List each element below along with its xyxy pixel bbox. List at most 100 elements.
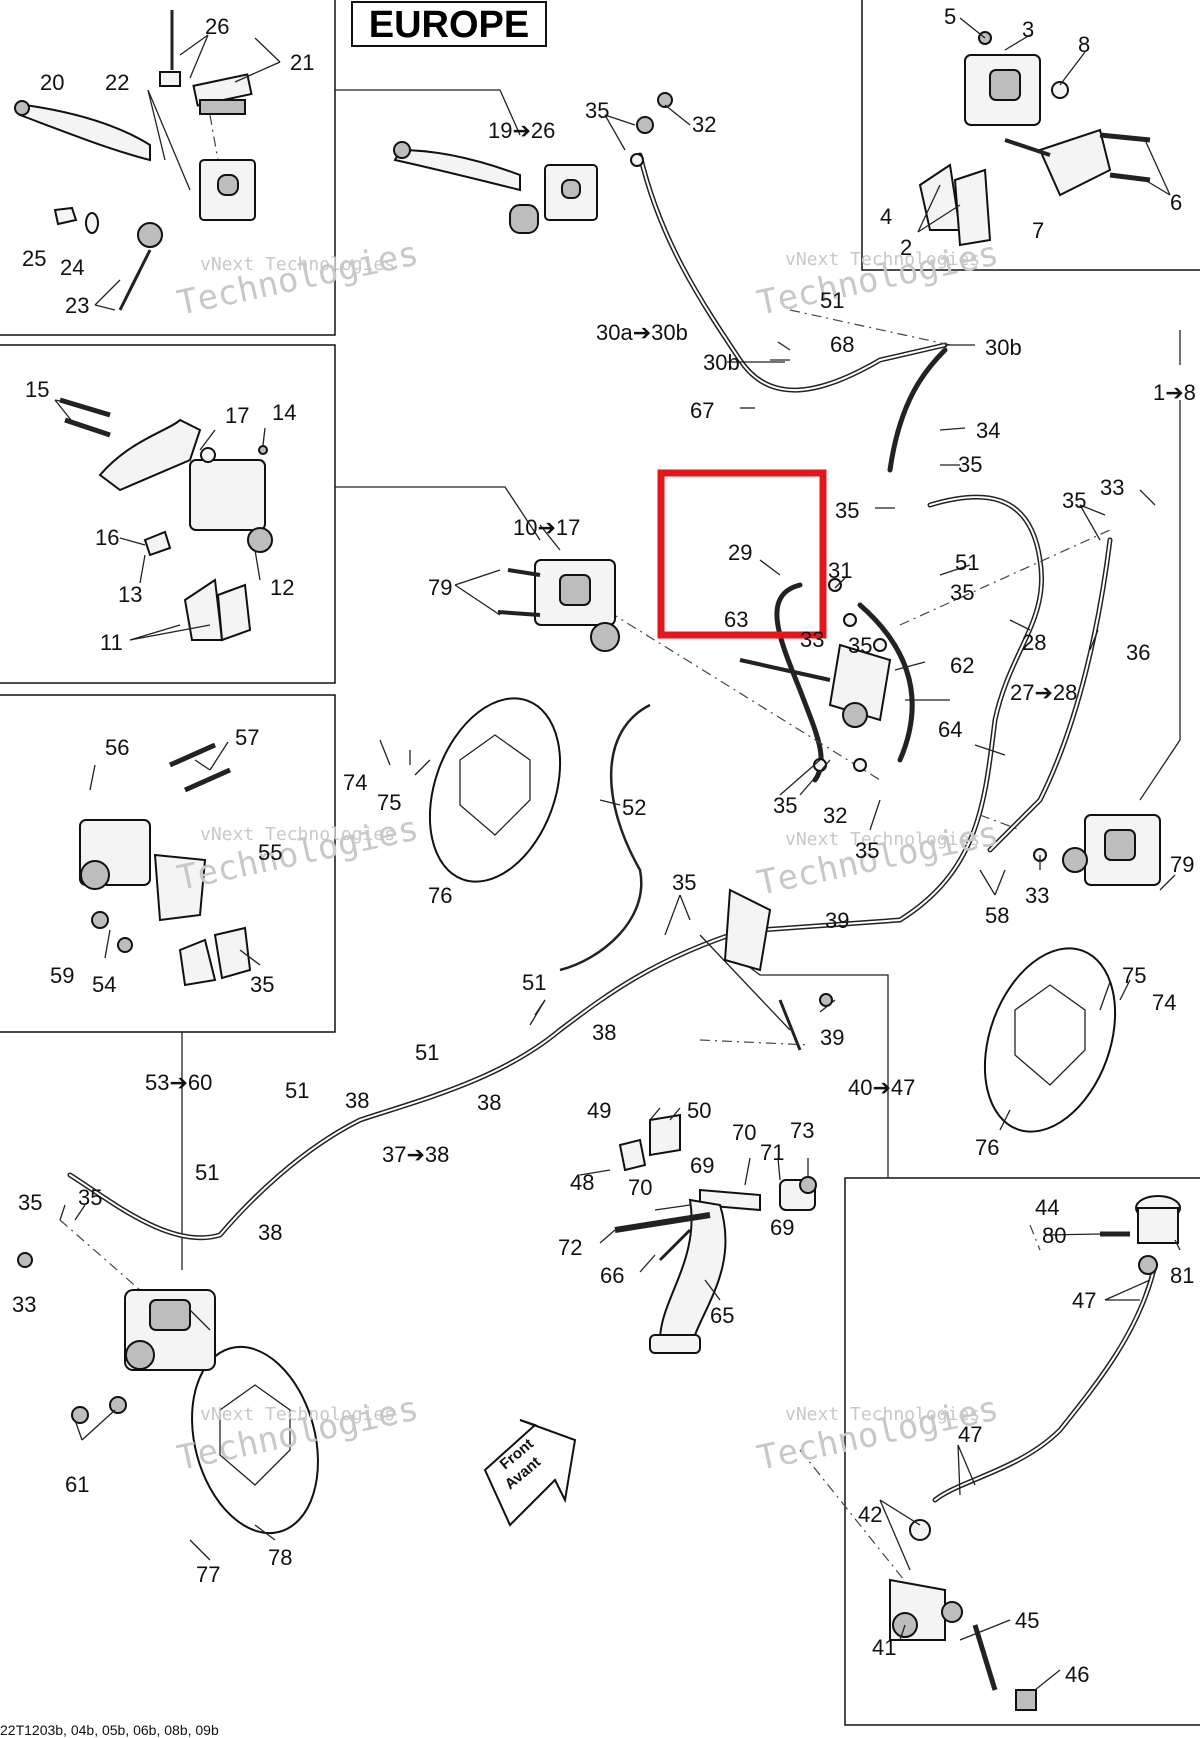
part-label: 38 — [592, 1020, 616, 1045]
part-label: 35 — [773, 793, 797, 818]
part-label: 20 — [40, 70, 64, 95]
part-label: 22 — [105, 70, 129, 95]
part-label: 19➔26 — [488, 118, 555, 143]
part-label: 35 — [78, 1185, 102, 1210]
part-label: 33 — [12, 1292, 36, 1317]
part-label: 4 — [880, 204, 892, 229]
part-label: 30b — [703, 350, 740, 375]
part-label: 38 — [258, 1220, 282, 1245]
part-label: 16 — [95, 525, 119, 550]
part-label: 67 — [690, 398, 714, 423]
part-label: 5 — [944, 4, 956, 29]
region-title-text: EUROPE — [369, 4, 529, 46]
part-label: 32 — [823, 803, 847, 828]
part-label: 71 — [760, 1140, 784, 1165]
part-label: 76 — [975, 1135, 999, 1160]
caliper-center — [497, 559, 620, 652]
part-label: 15 — [25, 377, 49, 402]
part-label: 65 — [710, 1303, 734, 1328]
part-label: 35 — [848, 633, 872, 658]
part-label: 25 — [22, 246, 46, 271]
watermark-text: vNext Technologies — [785, 829, 980, 850]
part-label: 38 — [477, 1090, 501, 1115]
valve-block — [739, 578, 892, 772]
brake-pedal — [614, 888, 833, 1354]
part-label: 57 — [235, 725, 259, 750]
part-label: 51 — [415, 1040, 439, 1065]
part-label: 38 — [345, 1088, 369, 1113]
part-label: 69 — [690, 1153, 714, 1178]
part-label: 72 — [558, 1235, 582, 1260]
part-label: 48 — [570, 1170, 594, 1195]
watermark-text: vNext Technologies — [785, 1404, 980, 1425]
part-label: 51 — [522, 970, 546, 995]
part-label: 10➔17 — [513, 515, 580, 540]
brake-lines — [67, 152, 1158, 1503]
part-label: 59 — [50, 963, 74, 988]
part-label: 35 — [18, 1190, 42, 1215]
part-label: 73 — [790, 1118, 814, 1143]
part-label: 33 — [1100, 475, 1124, 500]
part-label: 37➔38 — [382, 1142, 449, 1167]
part-label: 8 — [1078, 32, 1090, 57]
part-label: 75 — [377, 790, 401, 815]
part-label: 70 — [628, 1175, 652, 1200]
part-label: 49 — [587, 1098, 611, 1123]
part-label: 80 — [1042, 1223, 1066, 1248]
part-label: 79 — [428, 575, 452, 600]
part-label: 35 — [950, 580, 974, 605]
part-number-labels: 5 3 8 26 21 20 22 25 24 23 19➔26 35 32 4… — [12, 4, 1196, 1687]
part-label: 35 — [855, 838, 879, 863]
master-cylinder-center — [393, 92, 673, 234]
highlight-box — [657, 469, 827, 639]
part-label: 45 — [1015, 1608, 1039, 1633]
part-label: 47 — [1072, 1288, 1096, 1313]
part-label: 64 — [938, 717, 962, 742]
part-label: 36 — [1126, 640, 1150, 665]
part-label: 77 — [196, 1562, 220, 1587]
part-label: 52 — [622, 795, 646, 820]
part-label: 79 — [1170, 852, 1194, 877]
part-label: 51 — [820, 288, 844, 313]
part-label: 2 — [900, 235, 912, 260]
part-label: 28 — [1022, 630, 1046, 655]
part-label: 74 — [1152, 990, 1176, 1015]
part-label: 39 — [825, 908, 849, 933]
watermark-text: vNext Technologies — [785, 249, 980, 270]
part-label: 61 — [65, 1472, 89, 1497]
part-label: 27➔28 — [1010, 680, 1077, 705]
watermark-text: Technologies — [174, 809, 423, 899]
part-label: 35 — [835, 498, 859, 523]
part-label: 44 — [1035, 1195, 1059, 1220]
part-label: 35 — [1062, 488, 1086, 513]
part-label: 42 — [858, 1502, 882, 1527]
caliper-top-right — [918, 31, 1151, 247]
part-label: 81 — [1170, 1263, 1194, 1288]
part-label: 26 — [205, 14, 229, 39]
part-label: 13 — [118, 582, 142, 607]
part-label: 3 — [1022, 17, 1034, 42]
part-label: 23 — [65, 293, 89, 318]
front-arrow: Front Avant — [483, 1419, 577, 1527]
part-label: 30a➔30b — [596, 320, 688, 345]
caliper-right — [1033, 814, 1161, 886]
brake-discs — [191, 697, 1117, 1535]
caliper-rear — [17, 1252, 216, 1424]
reservoir-panel — [889, 1195, 1181, 1711]
part-label: 21 — [290, 50, 314, 75]
watermark-text: vNext Technologies — [200, 824, 395, 845]
watermark-text: Technologies — [174, 234, 423, 324]
part-label: 58 — [985, 903, 1009, 928]
part-label: 75 — [1122, 963, 1146, 988]
part-label: 14 — [272, 400, 296, 425]
part-label: 70 — [732, 1120, 756, 1145]
part-label: 69 — [770, 1215, 794, 1240]
part-label: 12 — [270, 575, 294, 600]
part-label: 17 — [225, 403, 249, 428]
part-label: 78 — [268, 1545, 292, 1570]
part-label: 1➔8 — [1153, 380, 1196, 405]
watermark-text: vNext Technologies — [200, 254, 395, 275]
part-label: 35 — [585, 98, 609, 123]
